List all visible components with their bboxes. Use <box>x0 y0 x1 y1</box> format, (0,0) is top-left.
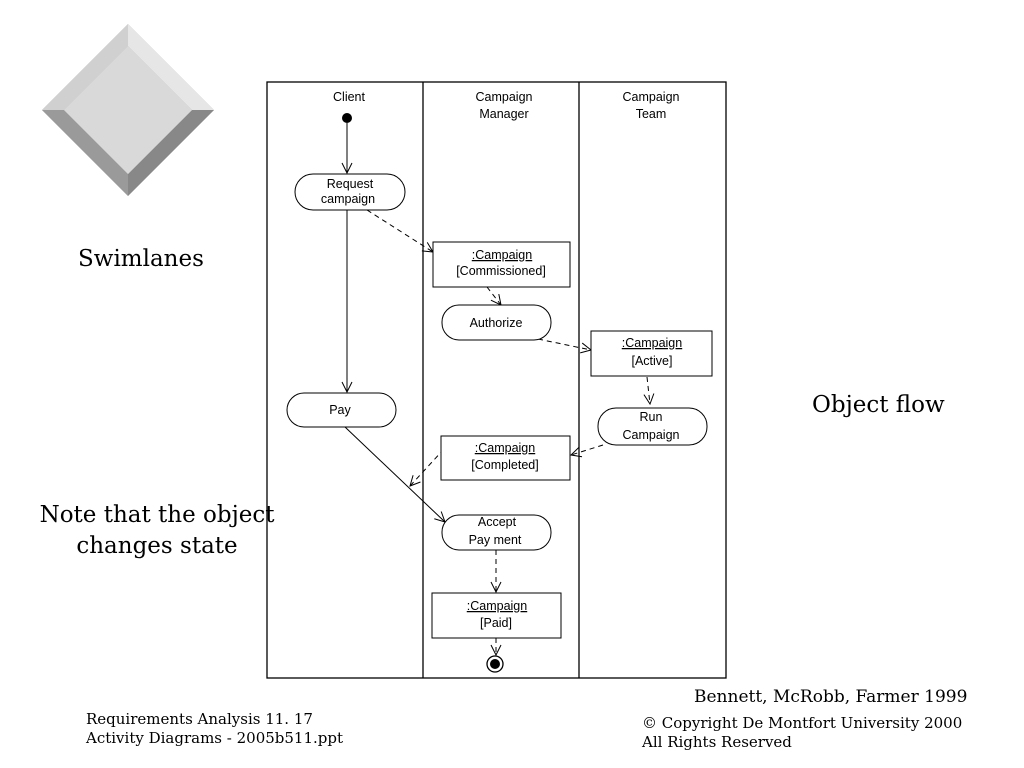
object-flow <box>537 338 591 350</box>
object-flow <box>410 448 445 486</box>
footer-file-line: Activity Diagrams - 2005b511.ppt <box>86 729 344 747</box>
footer-left: Requirements Analysis 11. 17 Activity Di… <box>86 710 343 748</box>
swimlanes-label: Swimlanes <box>78 246 204 272</box>
state-change-note: Note that the object changes state <box>32 500 282 562</box>
bevel-diamond-logo <box>42 24 214 196</box>
activity-label: Pay ment <box>469 533 522 547</box>
object-name: :Campaign <box>622 336 682 350</box>
object-flow <box>571 444 604 455</box>
control-flow <box>344 426 445 522</box>
object-flow-label: Object flow <box>812 392 945 418</box>
activity-label: Authorize <box>470 316 523 330</box>
activity-accept-payment: Accept Pay ment <box>441 514 552 551</box>
note-line-2: changes state <box>76 533 238 559</box>
activity-authorize: Authorize <box>441 304 552 341</box>
object-campaign-paid: :Campaign [Paid] <box>431 592 562 639</box>
activity-label: Run <box>640 410 663 424</box>
footer-copyright: © Copyright De Montfort University 2000 … <box>642 714 962 752</box>
activity-label: Accept <box>478 515 517 529</box>
object-state: [Paid] <box>480 616 512 630</box>
footer-copyright-line: © Copyright De Montfort University 2000 <box>642 714 963 732</box>
object-campaign-active: :Campaign [Active] <box>590 330 713 377</box>
final-node <box>486 655 504 673</box>
activity-label: Pay <box>329 403 351 417</box>
activity-label: Request <box>327 177 374 191</box>
activity-label: campaign <box>321 192 375 206</box>
object-campaign-commissioned: :Campaign [Commissioned] <box>432 241 571 288</box>
initial-node <box>342 113 352 123</box>
note-line-1: Note that the object <box>39 502 275 528</box>
activity-pay: Pay <box>286 392 397 428</box>
swimlane-header-campaign-team: Campaign <box>623 90 680 104</box>
swimlane-frame <box>266 81 727 679</box>
swimlane-header-campaign-team-2: Team <box>636 107 667 121</box>
object-name: :Campaign <box>472 248 532 262</box>
swimlane-header-campaign-manager-2: Manager <box>479 107 528 121</box>
object-flow <box>647 376 650 404</box>
object-flow <box>366 209 433 252</box>
object-state: [Active] <box>632 354 673 368</box>
footer-rights-line: All Rights Reserved <box>642 733 792 751</box>
object-campaign-completed: :Campaign [Completed] <box>440 435 571 481</box>
object-name: :Campaign <box>475 441 535 455</box>
swimlane-header-campaign-manager: Campaign <box>476 90 533 104</box>
footer-course-line: Requirements Analysis 11. 17 <box>86 710 313 728</box>
object-name: :Campaign <box>467 599 527 613</box>
footer-authors: Bennett, McRobb, Farmer 1999 <box>694 687 968 707</box>
object-state: [Commissioned] <box>456 264 546 278</box>
object-flow <box>486 286 501 305</box>
activity-run-campaign: Run Campaign <box>597 407 708 446</box>
activity-request-campaign: Request campaign <box>294 173 406 211</box>
swimlane-header-client: Client <box>333 90 365 104</box>
object-state: [Completed] <box>471 458 538 472</box>
activity-label: Campaign <box>623 428 680 442</box>
